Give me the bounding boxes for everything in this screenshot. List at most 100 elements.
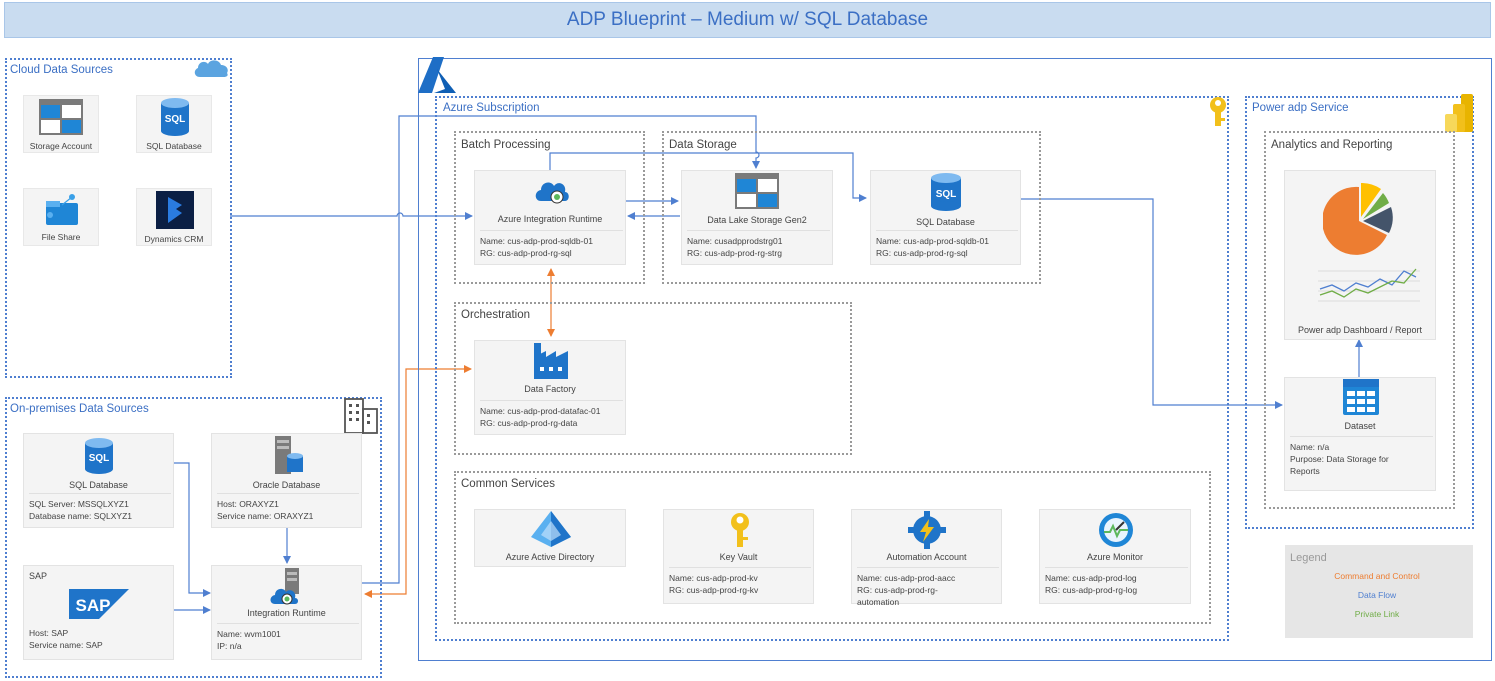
file-share-label: File Share (41, 232, 81, 242)
dynamics-crm-card: Dynamics CRM (136, 188, 212, 246)
aad-title: Azure Active Directory (505, 552, 595, 562)
storage-account-card: Storage Account (23, 95, 99, 153)
sap-logo-icon: SAP (69, 589, 129, 619)
automation-account-rg: RG: cus-adp-prod-rg- (857, 585, 938, 595)
onprem-sql-card: SQL SQL Database SQL Server: MSSQLXYZ1 D… (23, 433, 174, 528)
oracle-service: Service name: ORAXYZ1 (217, 511, 314, 521)
flow-cloud-to-air (230, 212, 473, 220)
legend-command-label: Command and Control (1332, 571, 1422, 581)
data-factory-icon (534, 343, 568, 379)
azure-sqldb-name: Name: cus-adp-prod-sqldb-01 (876, 236, 989, 246)
svg-text:SQL: SQL (165, 114, 186, 125)
flow-air-to-sqldb (549, 152, 867, 202)
onprem-sql-server: SQL Server: MSSQLXYZ1 (29, 499, 129, 509)
building-icon (344, 398, 378, 434)
azure-monitor-info: Name: cus-adp-prod-log RG: cus-adp-prod-… (1045, 567, 1188, 596)
azure-sqldb-info: Name: cus-adp-prod-sqldb-01 RG: cus-adp-… (876, 230, 1018, 259)
data-factory-rg: RG: cus-adp-prod-rg-data (480, 418, 578, 428)
datalake-info: Name: cusadpprodstrg01 RG: cus-adp-prod-… (687, 230, 830, 259)
azure-logo-icon (418, 57, 456, 93)
svg-text:SQL: SQL (936, 189, 957, 200)
azure-sqldb-rg: RG: cus-adp-prod-rg-sql (876, 248, 968, 258)
datalake-rg: RG: cus-adp-prod-rg-strg (687, 248, 782, 258)
azure-monitor-card: Azure Monitor Name: cus-adp-prod-log RG:… (1039, 509, 1191, 604)
flow-sqldb-to-dataset (1020, 198, 1283, 409)
oracle-title: Oracle Database (252, 480, 321, 490)
azure-ir-card: Azure Integration Runtime Name: cus-adp-… (474, 170, 626, 265)
orchestration-group (454, 302, 852, 455)
flow-onprem-sql-to-ir (174, 462, 211, 597)
pie-chart-icon (1323, 183, 1393, 255)
azure-cloud-boundary (418, 58, 1492, 661)
power-adp-service-group (1245, 96, 1474, 529)
datalake-name: Name: cusadpprodstrg01 (687, 236, 783, 246)
onprem-sql-title: SQL Database (69, 480, 128, 490)
oracle-host: Host: ORAXYZ1 (217, 499, 279, 509)
dynamics-crm-label: Dynamics CRM (144, 234, 204, 244)
oracle-database-icon (275, 436, 303, 474)
key-vault-info: Name: cus-adp-prod-kv RG: cus-adp-prod-r… (669, 567, 811, 596)
azure-ir-name: Name: cus-adp-prod-sqldb-01 (480, 236, 593, 246)
integration-runtime-icon (270, 568, 299, 605)
azure-active-directory-icon (531, 511, 571, 547)
azure-sqldb-title: SQL Database (916, 217, 975, 227)
azure-ir-info: Name: cus-adp-prod-sqldb-01 RG: cus-adp-… (480, 230, 623, 259)
automation-account-name: Name: cus-adp-prod-aacc (857, 573, 956, 583)
dataset-title: Dataset (1344, 421, 1376, 431)
azure-sqldb-card: SQL SQL Database Name: cus-adp-prod-sqld… (870, 170, 1021, 265)
onprem-ir-ip: IP: n/a (217, 641, 242, 651)
analytics-reporting-label: Analytics and Reporting (1271, 139, 1393, 151)
file-share-icon (46, 194, 78, 225)
datalake-card: Data Lake Storage Gen2 Name: cusadpprods… (681, 170, 833, 265)
cloud-sql-database-label: SQL Database (146, 141, 202, 151)
key-vault-rg: RG: cus-adp-prod-rg-kv (669, 585, 759, 595)
azure-monitor-title: Azure Monitor (1086, 552, 1144, 562)
cloud-data-sources-group (5, 58, 232, 378)
dataset-purpose-cont: Reports (1290, 466, 1320, 476)
automation-account-card: Automation Account Name: cus-adp-prod-aa… (851, 509, 1002, 607)
power-adp-service-label: Power adp Service (1252, 102, 1349, 114)
azure-monitor-icon (1099, 513, 1133, 547)
legend-command-control: Command and Control (1312, 571, 1442, 581)
cloud-icon (194, 60, 228, 77)
legend-dataflow-label: Data Flow (1355, 590, 1399, 600)
datalake-title: Data Lake Storage Gen2 (707, 215, 807, 225)
sap-title: SAP (29, 571, 48, 581)
onprem-sql-info: SQL Server: MSSQLXYZ1 Database name: SQL… (29, 493, 171, 522)
dynamics-crm-icon (156, 191, 194, 229)
sql-database-icon: SQL (85, 438, 113, 474)
dataset-info: Name: n/a Purpose: Data Storage for Repo… (1290, 436, 1433, 477)
dataset-icon (1343, 379, 1379, 415)
dataset-card: Dataset Name: n/a Purpose: Data Storage … (1284, 377, 1436, 491)
cloud-data-sources-label: Cloud Data Sources (10, 64, 113, 76)
key-vault-icon (731, 513, 749, 547)
azure-ir-rg: RG: cus-adp-prod-rg-sql (480, 248, 572, 258)
dashboard-title: Power adp Dashboard / Report (1297, 325, 1423, 335)
onprem-ir-name: Name: wvm1001 (217, 629, 281, 639)
oracle-card: Oracle Database Host: ORAXYZ1 Service na… (211, 433, 362, 528)
oracle-info: Host: ORAXYZ1 Service name: ORAXYZ1 (217, 493, 359, 522)
onprem-sql-dbname: Database name: SQLXYZ1 (29, 511, 133, 521)
automation-account-icon (908, 511, 946, 549)
data-storage-label: Data Storage (669, 139, 737, 151)
data-storage-group (662, 131, 1041, 284)
storage-account-label: Storage Account (29, 141, 93, 151)
data-factory-name: Name: cus-adp-prod-datafac-01 (480, 406, 601, 416)
storage-account-icon (39, 99, 83, 135)
sql-database-icon: SQL (931, 173, 961, 211)
onprem-ir-card: Integration Runtime Name: wvm1001 IP: n/… (211, 565, 362, 660)
dashboard-card: Power adp Dashboard / Report (1284, 170, 1436, 340)
data-factory-info: Name: cus-adp-prod-datafac-01 RG: cus-ad… (480, 400, 623, 429)
line-chart-icon (1318, 268, 1420, 302)
azure-integration-runtime-icon (535, 182, 569, 204)
sql-database-icon: SQL (161, 98, 189, 136)
azure-ir-title: Azure Integration Runtime (497, 214, 603, 224)
onprem-data-sources-label: On-premises Data Sources (10, 403, 149, 415)
azure-monitor-name: Name: cus-adp-prod-log (1045, 573, 1137, 583)
dataset-purpose: Purpose: Data Storage for (1290, 454, 1389, 464)
svg-text:SQL: SQL (89, 453, 110, 464)
key-icon (1210, 97, 1226, 126)
analytics-reporting-group (1264, 131, 1455, 509)
aad-card: Azure Active Directory (474, 509, 626, 567)
sap-host: Host: SAP (29, 628, 69, 638)
